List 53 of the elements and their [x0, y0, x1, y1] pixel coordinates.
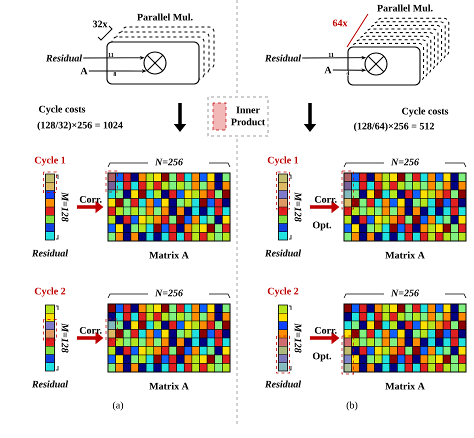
multiplier-symbol — [143, 51, 167, 75]
matrix-grid — [108, 172, 230, 242]
edge-label: Corr. — [314, 327, 337, 334]
cycle-label: Cycle 1 — [34, 156, 66, 166]
cycle-label: Cycle 2 — [268, 287, 298, 297]
cost-label: Cycle costs — [39, 105, 86, 115]
dimension-label: M=128 — [62, 323, 68, 353]
dimension-label: M=128 — [62, 192, 68, 222]
input-label: A — [324, 66, 332, 74]
heading: Parallel Mul. — [377, 4, 433, 12]
dimension-label: N=256 — [154, 158, 183, 166]
edge-label: Corr. — [80, 196, 102, 203]
matrix-label: Matrix A — [149, 382, 189, 390]
dimension-label: M=128 — [294, 192, 302, 222]
cost-formula: (128/32)×256 = 1024 — [38, 121, 123, 131]
matrix-label: Matrix A — [385, 251, 425, 258]
matrix-label: Matrix A — [149, 251, 189, 258]
cost-formula: (128/64)×256 = 512 — [354, 122, 434, 132]
matrix-label: Matrix A — [385, 382, 425, 390]
vector-bar — [45, 174, 55, 240]
vector-label: Residual — [264, 249, 302, 257]
vector-label: Residual — [264, 380, 302, 388]
multiplier-unit — [347, 18, 450, 86]
multiplier-unit — [106, 26, 214, 85]
vector-label: Residual — [32, 249, 68, 257]
arrow-note: Opt. — [312, 352, 332, 362]
matrix-grid — [344, 172, 466, 242]
matrix-grid — [344, 304, 466, 372]
input-label: Residual — [264, 54, 302, 62]
multiplier-symbol — [364, 52, 388, 76]
dimension-label: N=256 — [390, 158, 419, 166]
multiplier-count: 32x — [92, 20, 108, 28]
dimension-label: N=256 — [390, 290, 419, 296]
edge-label: Corr. — [314, 196, 337, 203]
vector-label: Residual — [32, 380, 68, 388]
cost-label: Cycle costs — [402, 107, 448, 117]
legend-label: Inner Product — [231, 106, 266, 126]
dimension-label: M=128 — [294, 323, 302, 353]
input-label: A — [80, 68, 88, 74]
cycle-label: Cycle 2 — [34, 287, 66, 297]
dimension-label: N=256 — [154, 290, 183, 296]
vector-bar — [278, 304, 288, 372]
input-label: Residual — [46, 54, 82, 62]
subfigure-label: (a) — [112, 401, 124, 411]
subfigure-label: (b) — [346, 401, 358, 411]
multiplier-count: 64x — [332, 20, 348, 26]
vector-bar — [278, 174, 288, 240]
arrow-note: Opt. — [312, 222, 332, 230]
heading: Parallel Mul. — [137, 13, 193, 21]
vector-bar — [45, 304, 55, 372]
matrix-grid — [108, 304, 230, 372]
cycle-label: Cycle 1 — [268, 156, 298, 166]
edge-label: Corr. — [80, 327, 102, 334]
